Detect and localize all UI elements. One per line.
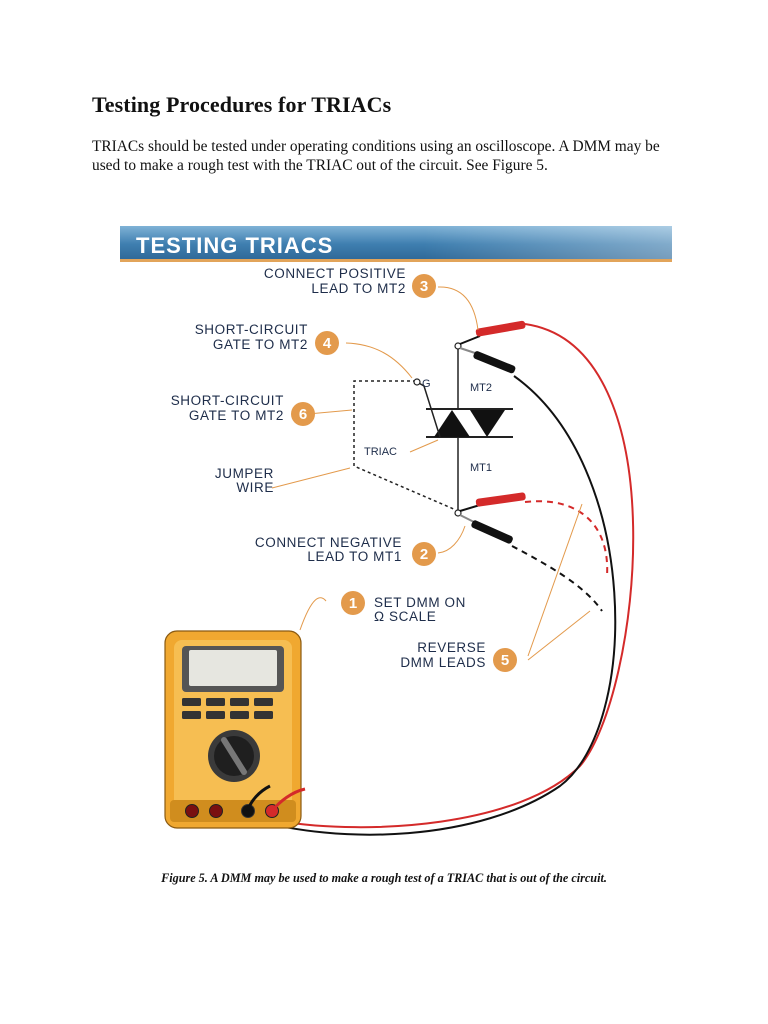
meter-jack-panel [170,800,296,822]
negative-probe-top [459,347,516,374]
triac-triangle-down [470,410,505,437]
red-lead [277,323,635,829]
step-5-line-1: REVERSE [417,640,486,655]
mt1-label: MT1 [470,462,492,474]
step-3-line-2: LEAD TO MT2 [311,281,406,296]
negative-probe-bottom [459,514,513,544]
step-4-badge [315,331,339,355]
step-2-badge [412,542,436,566]
banner-sheen [120,226,672,262]
meter-jack-2 [209,804,223,818]
figure-testing-triacs: TESTING TRIACS G MT2 MT1 TRIAC [120,226,672,846]
intro-paragraph: TRIACs should be tested under operating … [92,138,660,174]
step-6-label: SHORT-CIRCUIT GATE TO MT2 6 [171,393,315,426]
meter-jack-1 [185,804,199,818]
black-lead [247,375,617,836]
jumper-wire [353,380,457,511]
black-lead-reversed [511,545,603,612]
step-5-number: 5 [501,652,509,669]
step-2-label: CONNECT NEGATIVE LEAD TO MT1 2 [255,535,436,566]
step-6-number: 6 [299,406,307,423]
step-4-label: SHORT-CIRCUIT GATE TO MT2 4 [195,322,339,355]
step-6-badge [291,402,315,426]
step-4-line-2: GATE TO MT2 [213,337,308,352]
jumper-label-line-1: JUMPER [215,466,274,481]
step-6-line-2: GATE TO MT2 [189,408,284,423]
jumper-wire-label: JUMPER WIRE [215,466,274,495]
step-2-line-2: LEAD TO MT1 [307,549,402,564]
meter-lead-plugs [246,784,306,812]
meter-display [189,650,277,686]
step-2-line-1: CONNECT NEGATIVE [255,535,402,550]
step-3-label: CONNECT POSITIVE LEAD TO MT2 3 [264,266,436,298]
step-3-number: 3 [420,278,428,295]
figure-banner: TESTING TRIACS [120,226,672,262]
triac-label-leader [409,439,439,453]
figure-caption: Figure 5. A DMM may be used to make a ro… [161,871,607,885]
step-3-line-1: CONNECT POSITIVE [264,266,406,281]
step-6-line-1: SHORT-CIRCUIT [171,393,284,408]
test-leads [247,323,635,836]
step-4-line-1: SHORT-CIRCUIT [195,322,308,337]
step-1-number: 1 [349,595,357,612]
step-3-badge [412,274,436,298]
step-1-label: 1 SET DMM ON Ω SCALE [341,591,466,624]
mt1-terminal [454,509,462,517]
step-5-badge [493,648,517,672]
digital-multimeter [164,630,302,829]
label-leaders [271,286,591,661]
mt2-terminal [454,342,462,350]
step-1-line-1: SET DMM ON [374,595,466,610]
banner-title: TESTING TRIACS [136,233,333,258]
triac-symbol: G MT2 MT1 TRIAC [364,342,513,517]
positive-probe-bottom [459,492,526,512]
jumper-label-line-2: WIRE [236,480,274,495]
step-5-label: REVERSE DMM LEADS 5 [400,640,517,672]
meter-dial-pointer [221,737,247,775]
banner-underline [120,259,672,262]
step-5-line-2: DMM LEADS [400,655,486,670]
positive-probe-top [459,320,526,345]
step-1-badge [341,591,365,615]
meter-buttons [182,698,273,719]
gate-terminal [413,378,421,386]
step-1-line-2: Ω SCALE [374,609,436,624]
gate-label: G [422,378,431,390]
mt2-label: MT2 [470,382,492,394]
page-heading: Testing Procedures for TRIACs [92,92,392,117]
red-lead-reversed [524,500,609,577]
triac-label: TRIAC [364,446,397,458]
step-2-number: 2 [420,546,428,563]
step-4-number: 4 [323,335,332,352]
figure-illustration: TESTING TRIACS G MT2 MT1 TRIAC [120,226,672,836]
triac-triangle-up [434,410,470,437]
